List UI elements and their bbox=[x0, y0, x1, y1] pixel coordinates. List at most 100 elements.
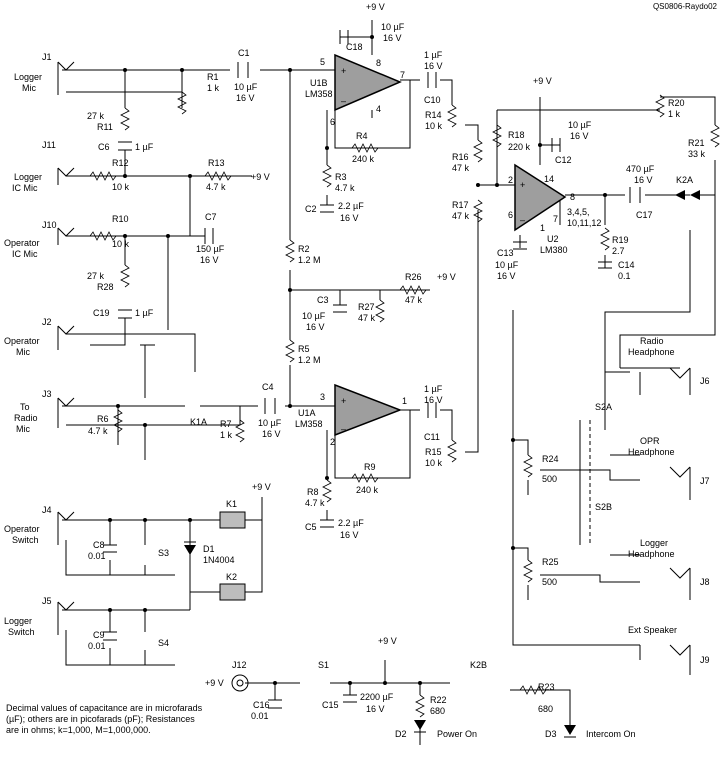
svg-text:LM358: LM358 bbox=[295, 419, 323, 429]
j4-label: J4 bbox=[42, 505, 52, 515]
u2-amplifier: + – 2 6 14 1 7 8 3,4,5, 10,11,12 U2 LM38… bbox=[508, 163, 601, 255]
svg-text:8: 8 bbox=[376, 58, 381, 68]
svg-text:R3: R3 bbox=[335, 172, 347, 182]
diode-symbols bbox=[184, 190, 700, 738]
svg-text:D3: D3 bbox=[545, 729, 557, 739]
svg-text:2.2 µF: 2.2 µF bbox=[338, 518, 364, 528]
svg-text:1N4004: 1N4004 bbox=[203, 555, 235, 565]
j11-label: J11 bbox=[42, 140, 56, 150]
svg-text:16 V: 16 V bbox=[236, 93, 255, 103]
svg-text:1: 1 bbox=[402, 396, 407, 406]
svg-text:K1A: K1A bbox=[190, 417, 207, 427]
svg-text:10 µF: 10 µF bbox=[258, 418, 282, 428]
svg-text:470 µF: 470 µF bbox=[626, 164, 655, 174]
svg-text:16 V: 16 V bbox=[497, 271, 516, 281]
svg-text:R10: R10 bbox=[112, 214, 129, 224]
svg-text:IC Mic: IC Mic bbox=[12, 249, 38, 259]
svg-text:10,11,12: 10,11,12 bbox=[567, 218, 601, 228]
svg-text:C8: C8 bbox=[93, 540, 105, 550]
svg-text:R27: R27 bbox=[358, 302, 375, 312]
svg-text:Mic: Mic bbox=[22, 83, 36, 93]
resistor-labels: R1 1 k R2 1.2 M R3 4.7 k R4 240 k R5 1.2… bbox=[87, 72, 706, 716]
svg-text:1 k: 1 k bbox=[207, 83, 220, 93]
svg-text:Logger: Logger bbox=[640, 538, 668, 548]
svg-text:R7: R7 bbox=[220, 419, 232, 429]
svg-text:16 V: 16 V bbox=[570, 131, 589, 141]
svg-text:R25: R25 bbox=[542, 557, 559, 567]
svg-text:R28: R28 bbox=[97, 282, 114, 292]
svg-text:10 k: 10 k bbox=[112, 239, 130, 249]
svg-text:16 V: 16 V bbox=[424, 61, 443, 71]
svg-text:10 k: 10 k bbox=[112, 182, 130, 192]
svg-text:K2A: K2A bbox=[676, 175, 693, 185]
j12-label: J12 bbox=[232, 660, 247, 670]
svg-text:R16: R16 bbox=[452, 152, 469, 162]
svg-text:+9 V: +9 V bbox=[533, 76, 552, 86]
svg-text:10 µF: 10 µF bbox=[568, 120, 592, 130]
jack-labels: J1 Logger Mic J11 Logger IC Mic J10 Oper… bbox=[4, 52, 710, 670]
svg-text:47 k: 47 k bbox=[452, 163, 470, 173]
wiring bbox=[62, 20, 716, 745]
svg-text:–: – bbox=[341, 96, 346, 106]
svg-text:240 k: 240 k bbox=[352, 154, 375, 164]
svg-text:7: 7 bbox=[553, 214, 558, 224]
svg-text:+9 V: +9 V bbox=[252, 482, 271, 492]
svg-text:R15: R15 bbox=[425, 447, 442, 457]
svg-text:LM358: LM358 bbox=[305, 89, 333, 99]
svg-text:S3: S3 bbox=[158, 548, 169, 558]
svg-text:Logger: Logger bbox=[14, 172, 42, 182]
svg-text:Operator: Operator bbox=[4, 336, 40, 346]
svg-text:1 µF: 1 µF bbox=[135, 308, 154, 318]
svg-text:16 V: 16 V bbox=[366, 704, 385, 714]
svg-text:C3: C3 bbox=[317, 295, 329, 305]
svg-text:240 k: 240 k bbox=[356, 485, 379, 495]
svg-text:1.2 M: 1.2 M bbox=[298, 355, 321, 365]
svg-text:R5: R5 bbox=[298, 344, 310, 354]
svg-text:47 k: 47 k bbox=[358, 313, 376, 323]
svg-text:3,4,5,: 3,4,5, bbox=[567, 207, 590, 217]
svg-text:16 V: 16 V bbox=[424, 395, 443, 405]
svg-text:2200 µF: 2200 µF bbox=[360, 692, 394, 702]
svg-text:C6: C6 bbox=[98, 142, 110, 152]
svg-text:Switch: Switch bbox=[8, 627, 35, 637]
svg-text:C14: C14 bbox=[618, 260, 635, 270]
svg-text:R19: R19 bbox=[612, 235, 629, 245]
svg-text:2.2 µF: 2.2 µF bbox=[338, 201, 364, 211]
capacitor-labels: C1 10 µF 16 V C2 2.2 µF 16 V C3 10 µF 16… bbox=[88, 22, 655, 721]
j10-label: J10 bbox=[42, 220, 57, 230]
svg-text:27 k: 27 k bbox=[87, 271, 105, 281]
svg-text:S1: S1 bbox=[318, 660, 329, 670]
svg-text:4.7 k: 4.7 k bbox=[335, 183, 355, 193]
svg-text:C4: C4 bbox=[262, 382, 274, 392]
svg-text:2: 2 bbox=[508, 175, 513, 185]
svg-text:–: – bbox=[520, 215, 525, 225]
svg-text:1 µF: 1 µF bbox=[135, 142, 154, 152]
svg-text:R26: R26 bbox=[405, 272, 422, 282]
resistor-symbols bbox=[89, 91, 720, 718]
svg-text:U2: U2 bbox=[547, 234, 559, 244]
svg-text:S2A: S2A bbox=[595, 402, 612, 412]
svg-text:0.01: 0.01 bbox=[251, 711, 269, 721]
svg-text:D2: D2 bbox=[395, 729, 407, 739]
svg-text:U1A: U1A bbox=[298, 408, 316, 418]
svg-text:C10: C10 bbox=[424, 95, 441, 105]
svg-text:4: 4 bbox=[376, 104, 381, 114]
svg-text:Operator: Operator bbox=[4, 238, 40, 248]
svg-text:Radio: Radio bbox=[640, 336, 664, 346]
svg-text:LM380: LM380 bbox=[540, 245, 568, 255]
svg-text:To: To bbox=[20, 402, 30, 412]
relay-coils bbox=[219, 511, 246, 601]
svg-text:C2: C2 bbox=[305, 204, 317, 214]
jack-symbols bbox=[57, 61, 691, 692]
supply-labels: +9 V +9 V +9 V +9 V +9 V +9 V +9 V bbox=[205, 2, 552, 688]
svg-text:1 k: 1 k bbox=[668, 109, 681, 119]
svg-text:C7: C7 bbox=[205, 212, 217, 222]
svg-text:16 V: 16 V bbox=[306, 322, 325, 332]
svg-text:D1: D1 bbox=[203, 544, 215, 554]
j6-label: J6 bbox=[700, 376, 710, 386]
svg-text:Headphone: Headphone bbox=[628, 347, 675, 357]
svg-text:Operator: Operator bbox=[4, 524, 40, 534]
svg-text:5: 5 bbox=[320, 57, 325, 67]
svg-text:+: + bbox=[520, 180, 525, 190]
svg-text:Logger: Logger bbox=[14, 72, 42, 82]
